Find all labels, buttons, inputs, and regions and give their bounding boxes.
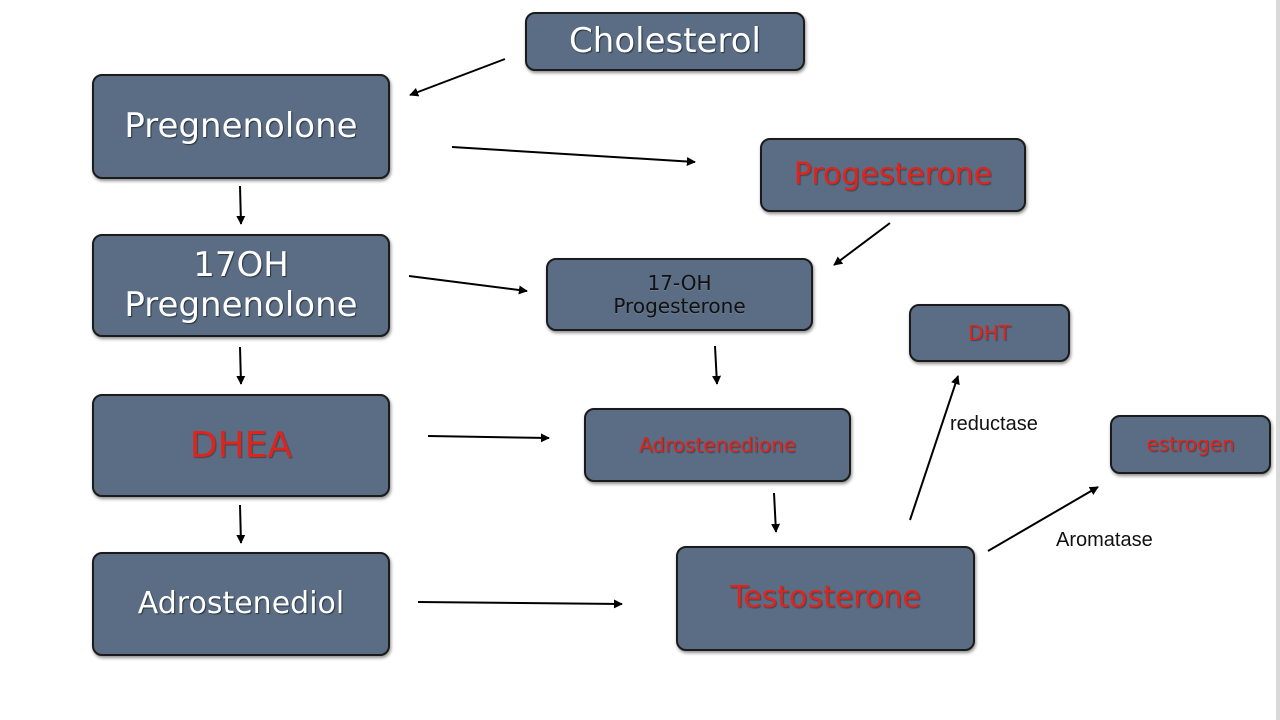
- arrow-17oh-pregnenolone-to-17oh-progesterone: [408, 275, 528, 295]
- node-estrogen: estrogen: [1110, 415, 1271, 474]
- arrow-dhea-to-adrostenediol: [236, 504, 246, 544]
- node-17oh-progesterone-line2: Progesterone: [613, 293, 746, 318]
- arrow-cholesterol-to-pregnenolone: [409, 58, 506, 97]
- node-estrogen-label: estrogen: [1146, 432, 1235, 456]
- node-progesterone-label: Progesterone: [793, 156, 993, 192]
- node-cholesterol-label: Cholesterol: [569, 20, 761, 61]
- node-pregnenolone-label: Pregnenolone: [124, 105, 358, 146]
- node-17oh-pregnenolone-line1: 17OH: [193, 245, 289, 286]
- label-aromatase: Aromatase: [1056, 529, 1153, 551]
- arrow-pregnenolone-to-progesterone: [451, 146, 696, 166]
- arrow-testosterone-to-dht: [909, 375, 960, 521]
- node-dht: DHT: [909, 304, 1070, 362]
- node-17oh-pregnenolone: 17OH Pregnenolone: [92, 234, 390, 337]
- arrow-pregnenolone-to-17oh-pregnenolone: [236, 185, 246, 225]
- node-adrostenediol: Adrostenediol: [92, 552, 390, 656]
- label-reductase: reductase: [950, 413, 1038, 435]
- node-pregnenolone: Pregnenolone: [92, 74, 390, 179]
- arrow-adrostenediol-to-testosterone: [417, 599, 623, 609]
- node-adrostenedione-label: Adrostenedione: [638, 432, 797, 457]
- node-adrostenedione: Adrostenedione: [584, 408, 851, 482]
- node-17oh-pregnenolone-line2: Pregnenolone: [124, 284, 358, 325]
- node-17oh-progesterone: 17-OH Progesterone: [546, 258, 813, 331]
- arrow-testosterone-to-estrogen: [987, 486, 1099, 552]
- node-adrostenediol-label: Adrostenediol: [137, 585, 345, 621]
- arrow-adrostenedione-to-testosterone: [771, 492, 781, 533]
- node-cholesterol: Cholesterol: [525, 12, 805, 71]
- node-testosterone-label: Testosterone: [730, 580, 921, 616]
- right-edge-strip: [1276, 0, 1280, 720]
- node-dhea: DHEA: [92, 394, 390, 497]
- arrow-17oh-pregnenolone-to-dhea: [236, 346, 246, 385]
- node-dht-label: DHT: [968, 320, 1011, 345]
- node-dhea-label: DHEA: [189, 424, 293, 466]
- node-17oh-progesterone-line1: 17-OH: [647, 270, 712, 295]
- node-testosterone: Testosterone: [676, 546, 975, 651]
- arrow-progesterone-to-17oh-progesterone: [833, 222, 891, 266]
- arrow-17oh-progesterone-to-adrostenedione: [712, 345, 722, 385]
- node-progesterone: Progesterone: [760, 138, 1026, 212]
- arrow-dhea-to-adrostenedione: [427, 433, 550, 443]
